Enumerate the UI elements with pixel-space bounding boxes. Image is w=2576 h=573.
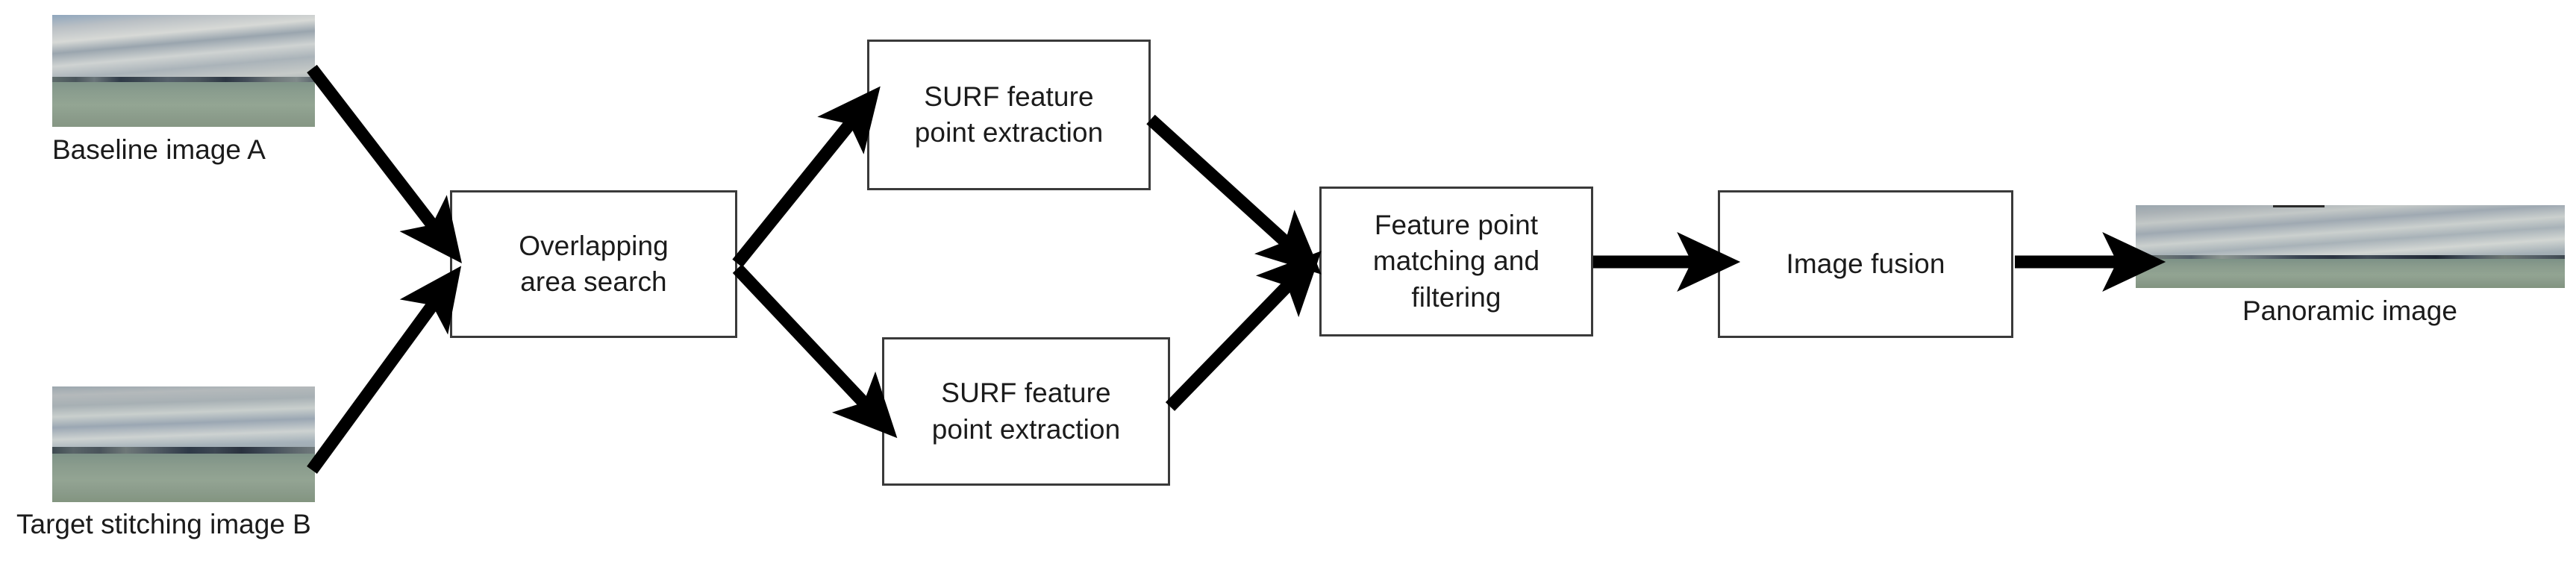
edge-a-to-overlap (307, 64, 462, 264)
box-line: filtering (1411, 281, 1501, 313)
box-line: area search (520, 266, 667, 297)
target-stitching-image-b-thumbnail (52, 386, 315, 502)
edge-surf-bottom-to-matching (1165, 251, 1322, 411)
baseline-image-a-thumbnail (52, 15, 315, 127)
edge-overlap-to-surf-top (732, 86, 881, 268)
photo-water (52, 82, 315, 127)
photo-water (2136, 259, 2565, 288)
photo-water (52, 453, 315, 502)
photo-skyline (2136, 254, 2565, 262)
box-line: Image fusion (1786, 248, 1945, 279)
box-feature-point-matching-and-filtering[interactable]: Feature point matching and filtering (1319, 187, 1593, 336)
box-line: point extraction (931, 413, 1121, 445)
edge-b-to-overlap (307, 266, 462, 475)
target-stitching-image-b-caption: Target stitching image B (16, 509, 311, 539)
photo-top-artifact (2273, 205, 2325, 207)
box-overlapping-area-search[interactable]: Overlapping area search (450, 190, 737, 338)
edge-surf-top-to-matching (1146, 114, 1322, 275)
box-line: point extraction (914, 117, 1104, 148)
box-image-fusion[interactable]: Image fusion (1718, 190, 2013, 338)
photo-sky (52, 386, 315, 454)
baseline-image-a-caption: Baseline image A (52, 134, 266, 165)
box-line: Overlapping (519, 230, 669, 261)
box-surf-feature-point-extraction-bottom[interactable]: SURF feature point extraction (882, 337, 1170, 486)
panoramic-image-thumbnail (2136, 205, 2565, 288)
box-line: Feature point (1374, 210, 1539, 241)
box-surf-feature-point-extraction-top[interactable]: SURF feature point extraction (867, 40, 1151, 190)
edge-overlap-to-surf-bottom (732, 264, 898, 439)
photo-sky (52, 15, 315, 84)
box-line: SURF feature (941, 378, 1111, 409)
panoramic-image-caption: Panoramic image (2242, 295, 2457, 326)
box-line: matching and (1372, 245, 1540, 277)
photo-sky (2136, 205, 2565, 262)
box-line: SURF feature (924, 81, 1094, 112)
